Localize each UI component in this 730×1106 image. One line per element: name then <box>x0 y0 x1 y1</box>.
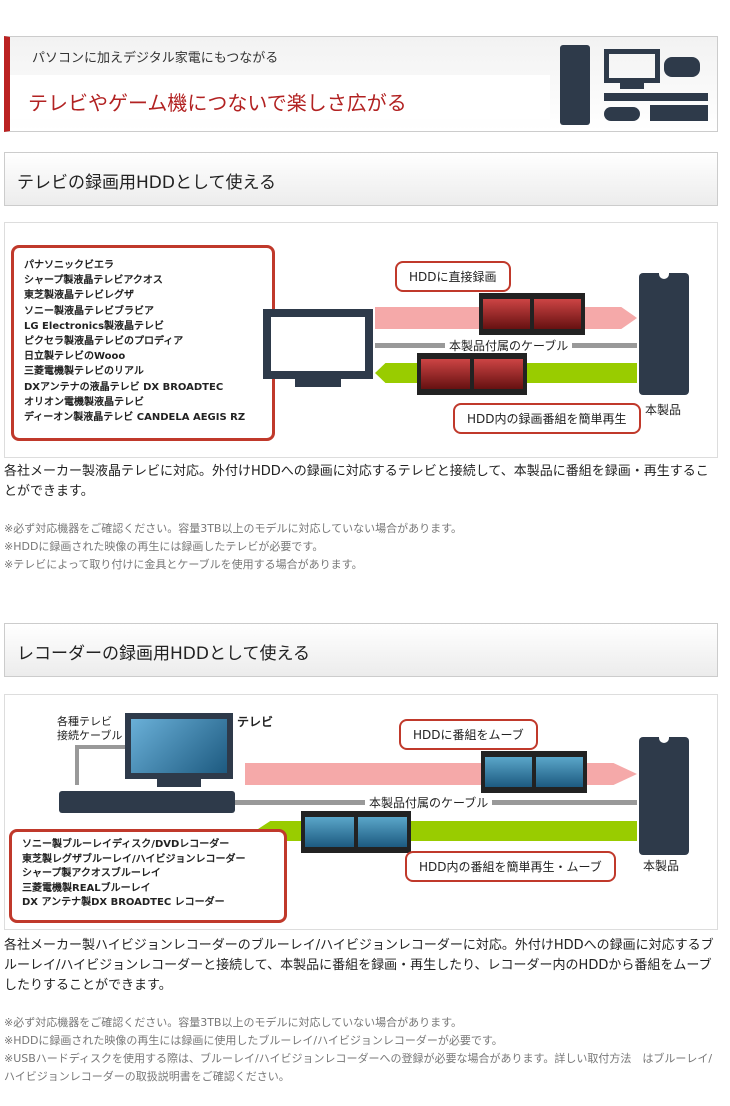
product-label: 本製品 <box>645 403 682 417</box>
cable-label: 本製品付属のケーブル <box>365 794 493 811</box>
banner: パソコンに加えデジタル家電にもつながる テレビやゲーム機につないで楽しさ広がる <box>4 36 718 132</box>
model-item: 東芝製液晶テレビレグザ <box>24 290 134 302</box>
model-item: ピクセラ製液晶テレビのプロディア <box>24 336 184 348</box>
model-item: シャープ製アクオスブルーレイ <box>22 868 161 879</box>
recorder-description: 各社メーカー製ハイビジョンレコーダーのブルーレイ/ハイビジョンレコーダーに対応。… <box>4 938 714 993</box>
model-item: 日立製テレビのWooo <box>24 351 126 363</box>
model-item: DX アンテナ製DX BROADTEC レコーダー <box>22 897 225 908</box>
model-item: パナソニックビエラ <box>24 260 114 271</box>
tv-icon <box>263 309 373 379</box>
callout-play: HDD内の録画番組を簡単再生 <box>453 403 641 434</box>
model-item: ソニー製液晶テレビブラビア <box>24 305 154 317</box>
section-title-recorder: レコーダーの録画用HDDとして使える <box>4 623 718 677</box>
tv-model-list: パナソニックビエラシャープ製液晶テレビアクオス東芝製液晶テレビレグザソニー製液晶… <box>11 245 275 441</box>
model-item: 三菱電機製テレビのリアル <box>24 366 144 378</box>
banner-subtitle: パソコンに加えデジタル家電にもつながる <box>32 51 279 66</box>
model-item: オリオン電機製液晶テレビ <box>24 396 144 408</box>
recorder-diagram: 各種テレビ 接続ケーブル テレビ 本製品付属のケーブル HDDに番組をムーブ H… <box>4 694 718 930</box>
model-item: LG Electronics製液晶テレビ <box>24 320 165 332</box>
note: ※HDDに録画された映像の再生には録画に使用したブルーレイ/ハイビジョンレコーダ… <box>4 1034 503 1047</box>
recorder-model-list: ソニー製ブルーレイディスク/DVDレコーダー東芝製レグザブルーレイ/ハイビジョン… <box>9 829 287 923</box>
tv-notes: ※必ず対応機器をご確認ください。容量3TB以上のモデルに対応していない場合があり… <box>4 520 718 574</box>
recorder-icon <box>59 791 235 813</box>
tv-description: 各社メーカー製液晶テレビに対応。外付けHDDへの録画に対応するテレビと接続して、… <box>4 464 709 499</box>
cable-label: 本製品付属のケーブル <box>445 337 573 354</box>
banner-title: テレビやゲーム機につないで楽しさ広がる <box>28 91 407 115</box>
tv-label: テレビ <box>237 715 274 729</box>
model-item: 三菱電機製REALブルーレイ <box>22 882 151 894</box>
devices-icon <box>560 43 710 127</box>
note: ※必ず対応機器をご確認ください。容量3TB以上のモデルに対応していない場合があり… <box>4 1016 463 1029</box>
callout-move: HDDに番組をムーブ <box>399 719 538 750</box>
model-item: シャープ製液晶テレビアクオス <box>24 275 163 287</box>
model-item: ディーオン製液晶テレビ CANDELA AEGIS RZ <box>24 412 246 424</box>
note: ※USBハードディスクを使用する際は、ブルーレイ/ハイビジョンレコーダーへの登録… <box>4 1052 713 1083</box>
tv-icon <box>125 713 233 779</box>
tv-diagram: パナソニックビエラシャープ製液晶テレビアクオス東芝製液晶テレビレグザソニー製液晶… <box>4 222 718 458</box>
hdd-product-icon <box>639 737 689 855</box>
recorder-notes: ※必ず対応機器をご確認ください。容量3TB以上のモデルに対応していない場合があり… <box>4 1014 718 1086</box>
hdd-product-icon <box>639 273 689 395</box>
note: ※テレビによって取り付けに金具とケーブルを使用する場合があります。 <box>4 558 363 571</box>
callout-record: HDDに直接録画 <box>395 261 511 292</box>
model-item: 東芝製レグザブルーレイ/ハイビジョンレコーダー <box>22 853 246 865</box>
note: ※HDDに録画された映像の再生には録画したテレビが必要です。 <box>4 540 324 553</box>
section-title-tv: テレビの録画用HDDとして使える <box>4 152 718 206</box>
product-label: 本製品 <box>643 859 680 873</box>
cable-caption: 各種テレビ 接続ケーブル <box>57 715 123 742</box>
note: ※必ず対応機器をご確認ください。容量3TB以上のモデルに対応していない場合があり… <box>4 522 463 535</box>
callout-play: HDD内の番組を簡単再生・ムーブ <box>405 851 616 882</box>
model-item: DXアンテナの液晶テレビ DX BROADTEC <box>24 381 224 393</box>
model-item: ソニー製ブルーレイディスク/DVDレコーダー <box>22 839 230 850</box>
